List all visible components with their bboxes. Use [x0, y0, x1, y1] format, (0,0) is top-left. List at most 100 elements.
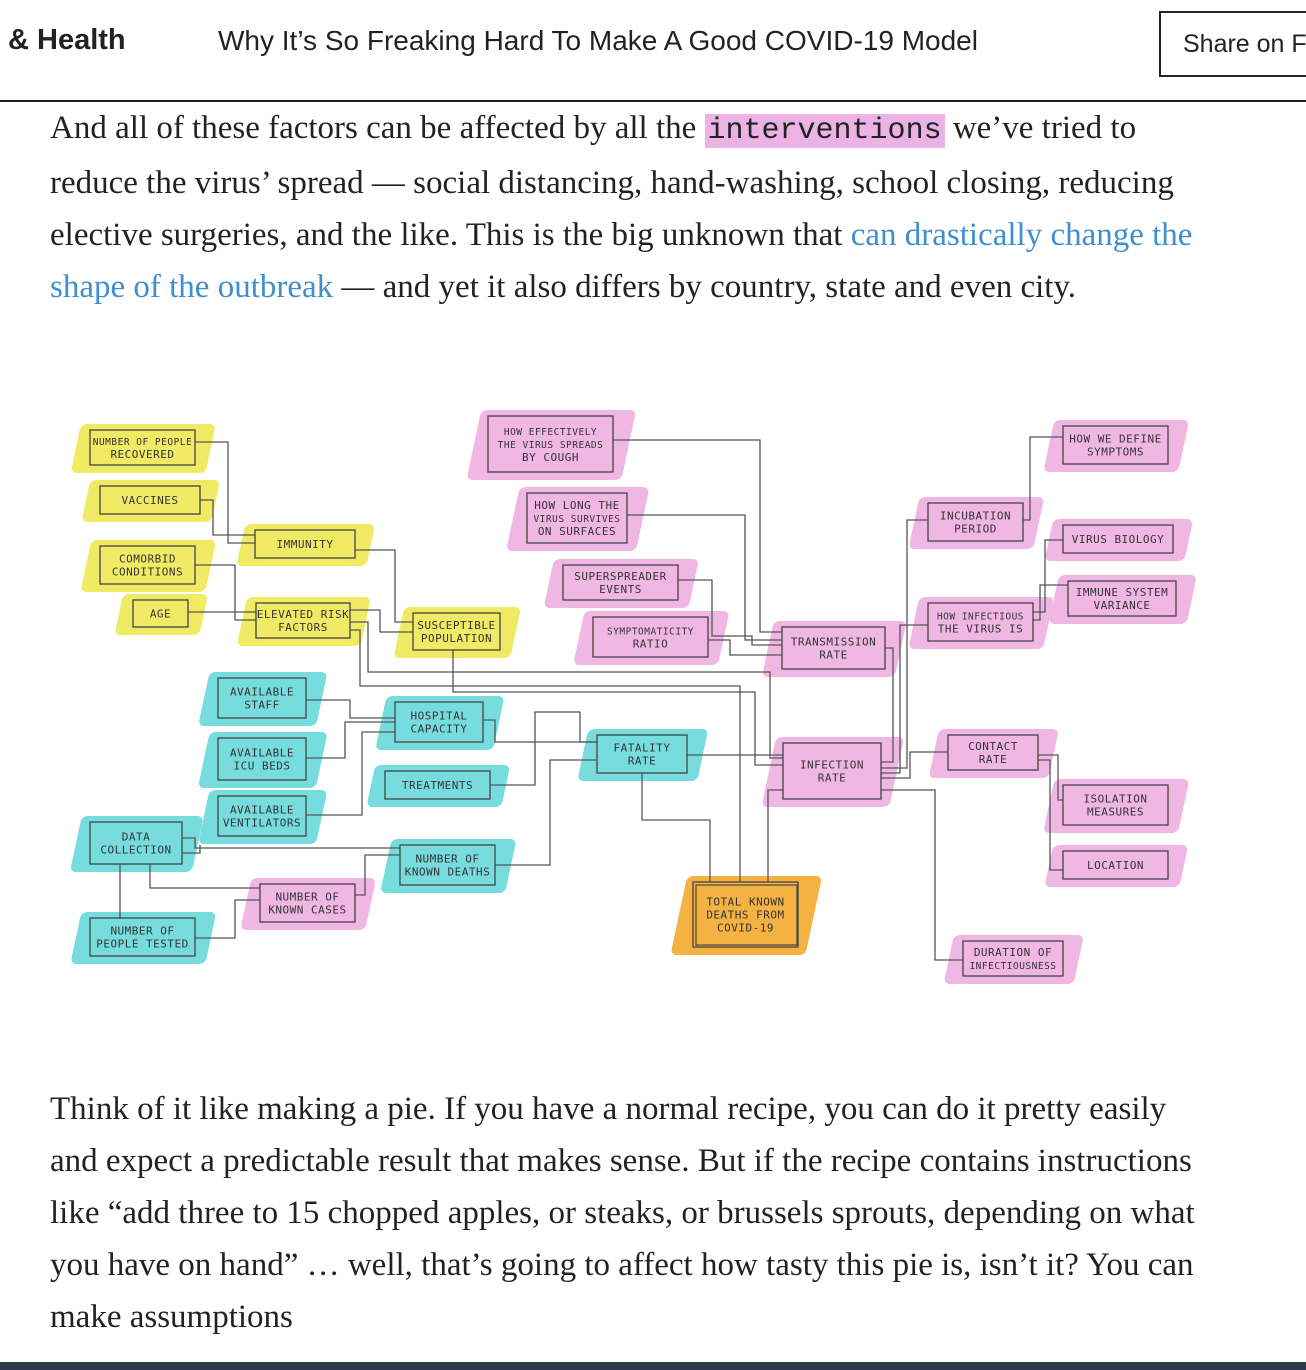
node-label: CONDITIONS — [112, 566, 183, 579]
marker-highlight — [394, 607, 521, 658]
connector-line — [452, 650, 783, 766]
node-label: KNOWN DEATHS — [405, 866, 490, 879]
connector-line — [1033, 539, 1063, 613]
node-label: HOW EFFECTIVELY — [504, 427, 597, 438]
node-label: RATE — [818, 772, 847, 785]
marker-highlight — [1044, 420, 1189, 472]
node-box — [217, 737, 307, 781]
node-label: VACCINES — [122, 494, 179, 507]
node-label: HOSPITAL — [411, 710, 468, 723]
node-box — [487, 415, 614, 473]
node-label: RATE — [628, 755, 657, 768]
node-label: COVID-19 — [717, 922, 774, 935]
connector-line — [767, 789, 783, 882]
connector-line — [355, 854, 400, 896]
marker-highlight — [1049, 575, 1196, 624]
node-box — [89, 821, 183, 865]
top-nav-bar: & Health Why It’s So Freaking Hard To Ma… — [0, 0, 1306, 102]
outbreak-shape-link[interactable]: can drastically change the shape of the … — [50, 217, 1193, 305]
node-label: FATALITY — [614, 742, 671, 755]
connector-line — [200, 499, 255, 536]
node-label: THE VIRUS SPREADS — [498, 440, 604, 451]
connector-line — [881, 647, 894, 763]
node-label: EVENTS — [599, 583, 642, 596]
node-age: AGE — [132, 599, 189, 628]
marker-highlight — [81, 540, 216, 592]
node-box — [1062, 784, 1169, 826]
connector-line — [195, 899, 260, 939]
node-label: THE VIRUS IS — [938, 623, 1023, 636]
marker-highlight — [237, 524, 375, 566]
connector-line — [881, 751, 948, 779]
node-box — [526, 492, 628, 544]
node-label: ELEVATED RISK — [257, 608, 350, 621]
node-box — [99, 485, 201, 515]
marker-highlight — [376, 696, 504, 750]
connector-line — [1033, 584, 1068, 621]
marker-highlight — [578, 729, 708, 781]
node-label: HOW INFECTIOUS — [937, 612, 1024, 623]
marker-highlight — [909, 597, 1054, 649]
node-box — [1067, 580, 1177, 617]
connector-line — [627, 514, 782, 641]
node-box — [947, 734, 1039, 771]
connector-line — [881, 519, 928, 769]
marker-highlight — [82, 480, 220, 522]
diagram-svg: NUMBER OF PEOPLERECOVEREDVACCINESCOMORBI… — [70, 410, 1196, 984]
marker-highlight — [198, 732, 327, 788]
node-label: PEOPLE TESTED — [96, 938, 189, 951]
node-box — [99, 545, 196, 585]
node-box — [89, 429, 196, 466]
connector-line — [490, 711, 597, 786]
node-box — [1062, 850, 1169, 880]
node-label: VENTILATORS — [223, 817, 301, 830]
marker-highlight — [241, 878, 376, 930]
node-box — [927, 602, 1034, 642]
connector-line — [1038, 754, 1063, 801]
node-label: AVAILABLE — [230, 747, 294, 760]
node-label: ISOLATION — [1083, 793, 1147, 806]
node-box — [781, 626, 886, 670]
node-label: VARIANCE — [1094, 599, 1151, 612]
node-label: SYMPTOMS — [1087, 446, 1144, 459]
node-box — [394, 701, 484, 743]
marker-highlight — [115, 594, 208, 635]
connector-line — [641, 773, 711, 882]
article-paragraph: And all of these factors can be affected… — [50, 102, 1210, 313]
article-headline: Why It’s So Freaking Hard To Make A Good… — [218, 25, 978, 56]
node-label: SUSCEPTIBLE — [417, 619, 495, 632]
node-label: INFECTIOUSNESS — [969, 961, 1056, 972]
node-label: RATE — [979, 753, 1008, 766]
section-label[interactable]: & Health — [8, 24, 126, 56]
node-box — [217, 795, 307, 837]
connector-line — [1023, 436, 1063, 521]
node-label: POPULATION — [421, 632, 492, 645]
share-on-facebook-button[interactable]: Share on Fa — [1159, 11, 1306, 77]
node-label: TRANSMISSION — [791, 636, 876, 649]
connector-line — [678, 579, 782, 646]
marker-highlight — [381, 839, 516, 893]
node-label: TREATMENTS — [402, 779, 473, 792]
marker-highlight — [762, 737, 904, 807]
node-biology: VIRUS BIOLOGY — [1062, 524, 1174, 554]
connector-line — [306, 731, 395, 816]
node-box — [692, 881, 799, 948]
node-treatments: TREATMENTS — [384, 770, 491, 800]
marker-highlight — [1044, 779, 1189, 833]
node-box — [596, 734, 688, 774]
node-label: NUMBER OF PEOPLE — [93, 437, 193, 448]
article-paragraph: Think of it like making a pie. If you ha… — [50, 1091, 1195, 1335]
marker-highlight — [199, 790, 327, 844]
node-label: ICU BEDS — [234, 760, 291, 773]
